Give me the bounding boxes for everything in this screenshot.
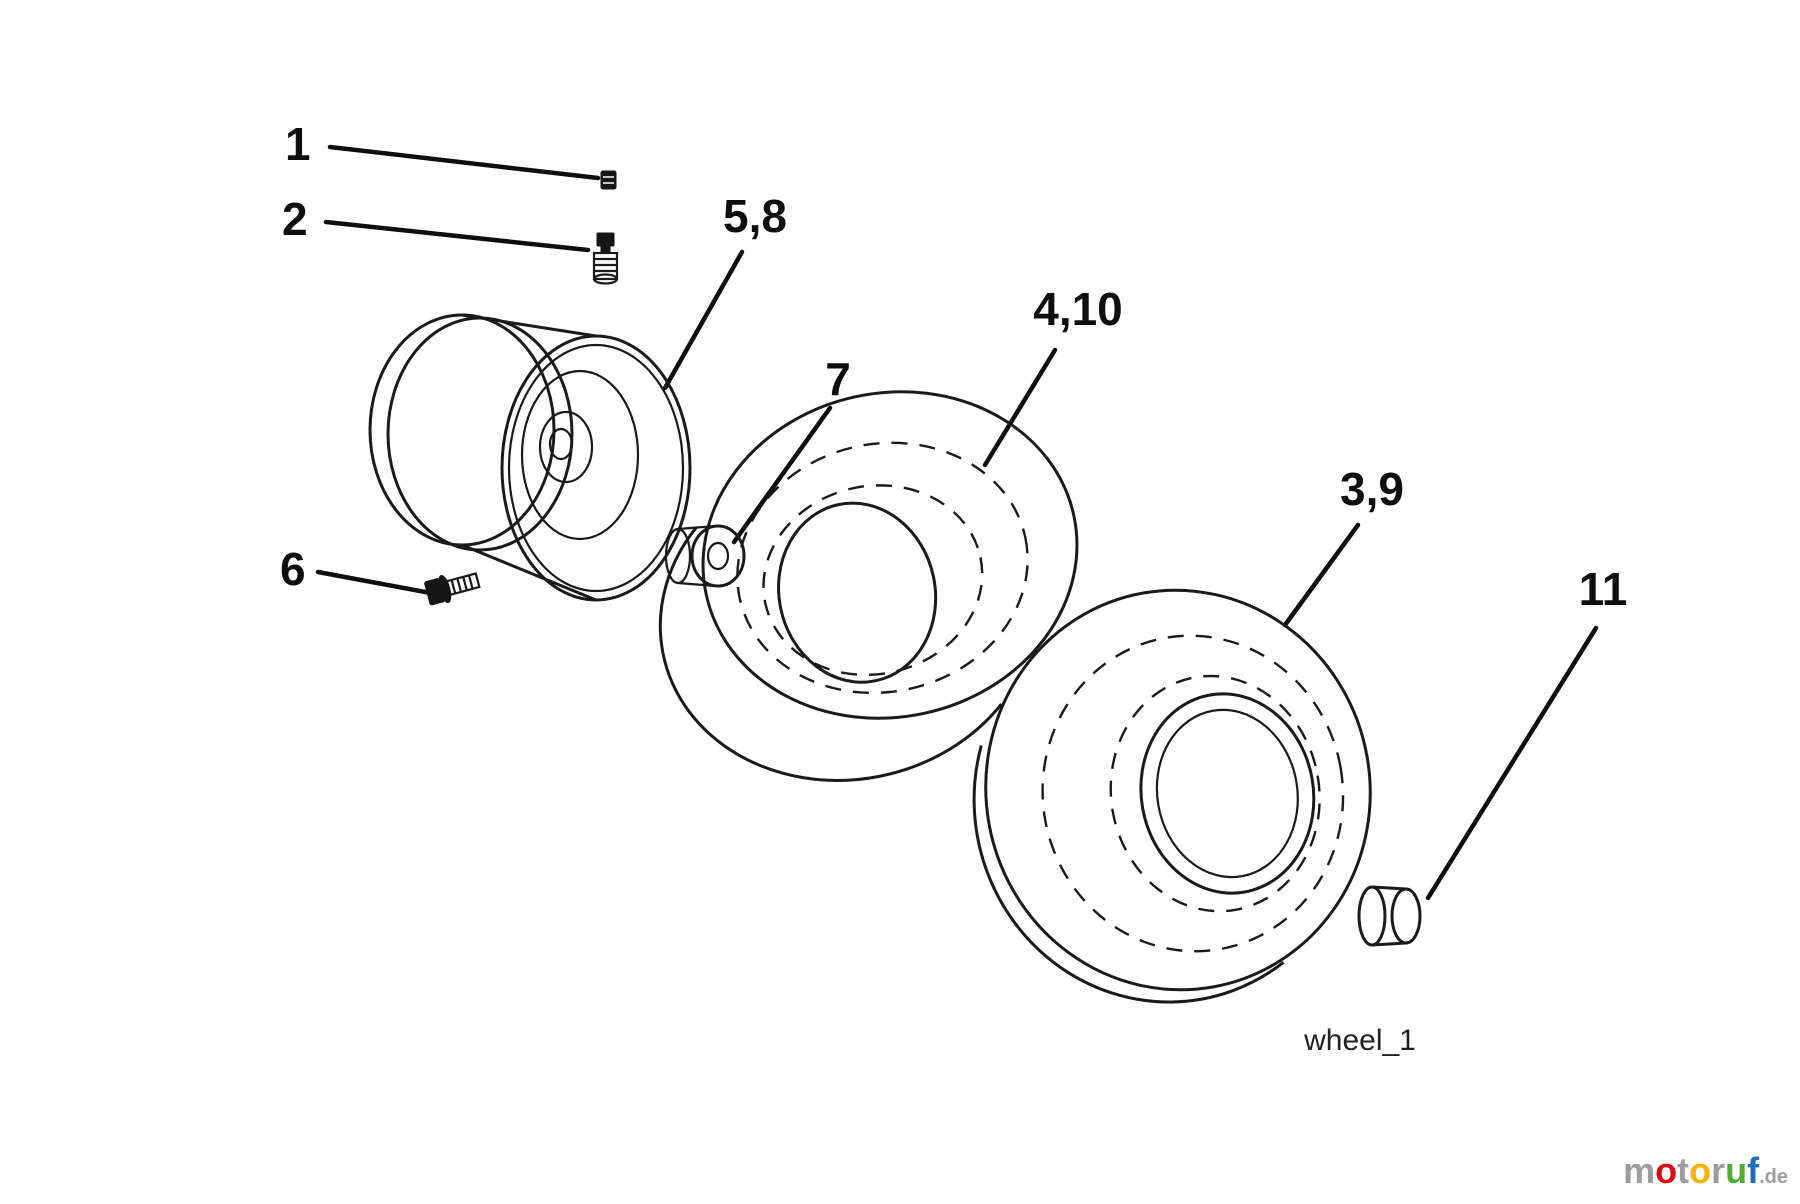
- leader-line-4-10: [982, 347, 1058, 468]
- leader-line-5-8: [662, 249, 745, 391]
- leader-line-1: [327, 144, 601, 181]
- tire-front-drawing: [658, 390, 1079, 782]
- watermark-letter: o: [1655, 1150, 1678, 1191]
- diagram-caption: wheel_1: [1303, 1024, 1416, 1057]
- tire-rear-drawing: [972, 588, 1372, 1004]
- part-label-2: 2: [282, 193, 308, 245]
- leader-line-7: [731, 405, 833, 545]
- part-label-4-10: 4,10: [1033, 283, 1123, 335]
- leader-line-3-9: [1282, 522, 1361, 628]
- rim-drawing: [368, 313, 692, 602]
- motoruf-watermark: motoruf.de: [1623, 1150, 1788, 1192]
- watermark-letter: r: [1711, 1150, 1726, 1191]
- watermark-letter: o: [1689, 1150, 1712, 1191]
- part-label-6: 6: [280, 543, 306, 595]
- watermark-letter: u: [1725, 1150, 1748, 1191]
- watermark-tld: .de: [1759, 1166, 1788, 1188]
- watermark-letter: t: [1677, 1150, 1690, 1191]
- part-label-1: 1: [285, 118, 311, 170]
- part-label-7: 7: [825, 353, 851, 405]
- leader-line-6: [315, 569, 439, 597]
- leader-line-2: [323, 219, 591, 253]
- part-label-11: 11: [1579, 563, 1628, 615]
- part-label-3-9: 3,9: [1340, 463, 1404, 515]
- valve-cap-drawing: [600, 170, 617, 190]
- leader-line-11: [1425, 625, 1599, 901]
- axle-cap-drawing: [1357, 885, 1422, 947]
- part-label-5-8: 5,8: [723, 190, 787, 242]
- watermark-letter: f: [1747, 1150, 1760, 1191]
- valve-stem-drawing: [592, 232, 619, 285]
- watermark-letter: m: [1623, 1150, 1656, 1191]
- bolt-drawing: [424, 572, 481, 606]
